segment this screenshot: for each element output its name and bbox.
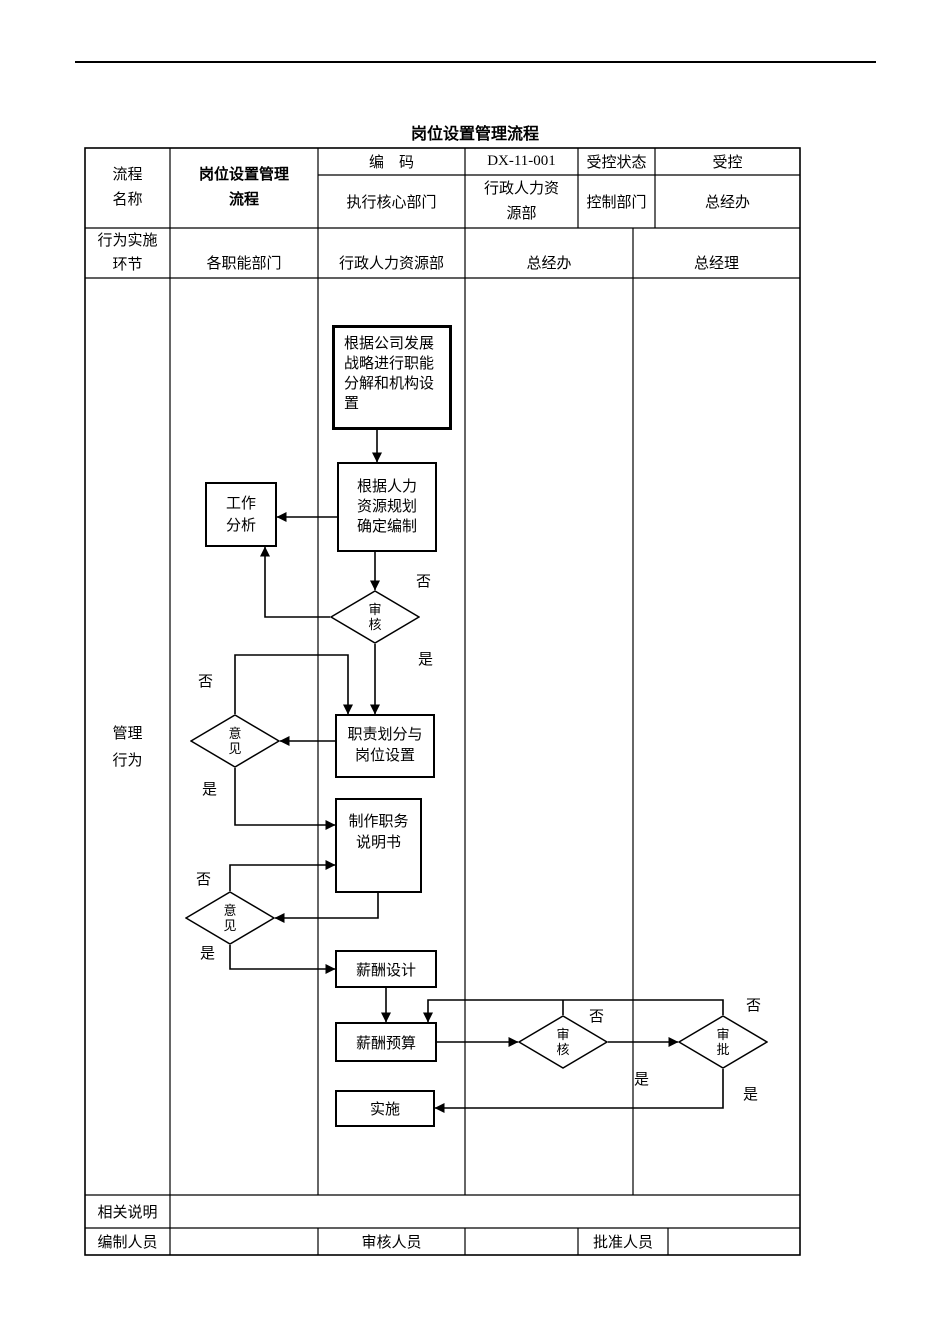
lane-header-label: 总经理 [693,256,739,272]
impl-steps-label-cell: 行为实施环节 [85,228,170,278]
decision-label: 意见 [223,903,237,933]
flow-node-label: 职责划分与岗位设置 [347,727,423,764]
diamond-shape [518,1015,608,1069]
flow-node-label: 工作分析 [225,495,256,534]
diamond-shape [185,891,275,945]
branch-yes-approval: 是 [743,1087,759,1103]
prepared-by-label-cell: 编制人员 [85,1228,170,1255]
process-name-value: 岗位设置管理流程 [198,167,289,208]
branch-yes-review-2: 是 [634,1072,650,1088]
approved-by-label: 批准人员 [592,1235,653,1251]
lane-header-hr-dept: 行政人力资源部 [318,228,465,278]
decision-approval: 审批 [678,1015,768,1069]
core-dept-label-cell: 执行核心部门 [318,175,465,228]
section-label: 管理行为 [112,726,143,769]
flow-node-salary-budget: 薪酬预算 [335,1022,437,1062]
branch-yes-opinion-1: 是 [202,782,218,798]
flow-node-strategy: 根据公司发展战略进行职能分解和机构设置 [332,325,452,430]
flow-node-label: 实施 [369,1102,400,1118]
decision-label: 审核 [556,1027,570,1057]
lane-header-functional-depts: 各职能部门 [170,228,318,278]
reviewed-by-label: 审核人员 [361,1235,422,1251]
lane-header-label: 行政人力资源部 [338,256,444,272]
decision-label: 审批 [716,1027,730,1057]
control-dept-value-cell: 总经办 [655,175,800,228]
control-dept-label: 控制部门 [586,195,647,211]
diamond-shape [330,590,420,644]
reviewed-by-label-cell: 审核人员 [318,1228,465,1255]
flow-node-label: 薪酬预算 [355,1035,416,1052]
page-title: 岗位设置管理流程 [410,126,539,143]
decision-opinion-2: 意见 [185,891,275,945]
section-label-cell: 管理行为 [85,718,170,778]
approved-by-label-cell: 批准人员 [578,1228,668,1255]
flow-node-job-analysis: 工作分析 [205,482,277,547]
branch-no-review-1: 否 [416,574,432,590]
decision-review-2: 审核 [518,1015,608,1069]
branch-yes-opinion-2: 是 [200,946,216,962]
flow-node-label: 制作职务说明书 [348,814,409,851]
flow-node-duty-division: 职责划分与岗位设置 [335,714,435,778]
control-dept-label-cell: 控制部门 [578,175,655,228]
prepared-by-label: 编制人员 [97,1235,158,1251]
flow-node-label: 薪酬设计 [355,962,416,979]
control-dept-value: 总经办 [704,195,750,211]
branch-no-opinion-2: 否 [196,872,212,888]
process-name-label-cell: 流程名称 [85,148,170,228]
diamond-shape [678,1015,768,1069]
flow-node-label: 根据公司发展战略进行职能分解和机构设置 [344,336,435,412]
code-value-cell: DX-11-001 [465,148,578,175]
decision-label: 意见 [228,726,242,756]
control-status-label-cell: 受控状态 [578,148,655,175]
control-status-value: 受控 [712,155,743,171]
table-grid [84,147,801,1256]
lane-header-gm-office: 总经办 [465,228,633,278]
process-name-value-cell: 岗位设置管理流程 [170,148,318,228]
decision-review-1: 审核 [330,590,420,644]
notes-label-cell: 相关说明 [85,1195,170,1228]
code-label-cell: 编 码 [318,148,465,175]
flow-node-staffing: 根据人力资源规划确定编制 [337,462,437,552]
process-name-label: 流程名称 [112,167,143,208]
notes-label: 相关说明 [97,1205,158,1221]
branch-no-review-2: 否 [589,1009,605,1025]
core-dept-value-cell: 行政人力资源部 [465,175,578,228]
control-status-value-cell: 受控 [655,148,800,175]
impl-steps-label: 行为实施环节 [97,233,158,273]
flow-node-salary-design: 薪酬设计 [335,950,437,988]
lane-header-label: 总经办 [526,256,572,272]
lane-header-label: 各职能部门 [206,256,282,272]
core-dept-label: 执行核心部门 [346,195,437,211]
branch-no-approval: 否 [746,998,762,1014]
core-dept-value: 行政人力资源部 [483,180,559,222]
flow-node-label: 根据人力资源规划确定编制 [356,479,417,535]
decision-label: 审核 [368,602,382,632]
code-label: 编 码 [368,155,414,171]
flow-node-job-description: 制作职务说明书 [335,798,422,893]
diamond-shape [190,714,280,768]
branch-no-opinion-1: 否 [198,674,214,690]
header-rule [75,61,876,63]
lane-header-general-manager: 总经理 [633,228,800,278]
decision-opinion-1: 意见 [190,714,280,768]
control-status-label: 受控状态 [586,155,647,171]
branch-yes-review-1: 是 [418,652,434,668]
connector-lines [229,430,724,1113]
code-value: DX-11-001 [487,153,556,169]
flow-node-implementation: 实施 [335,1090,435,1127]
